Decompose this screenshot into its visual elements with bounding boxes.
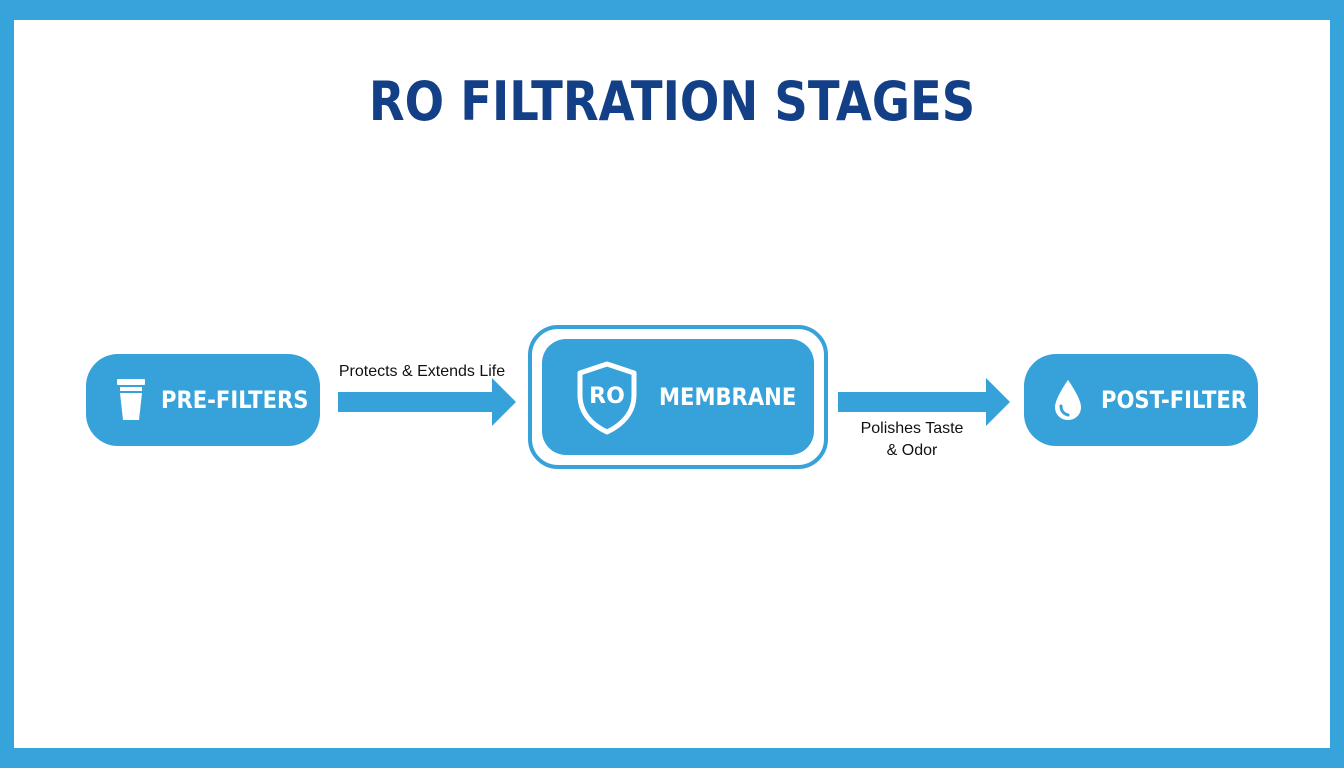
filter-cartridge-icon (117, 379, 145, 420)
node-label: PRE-FILTERS (161, 386, 309, 414)
node-post-filter: POST-FILTER (1024, 354, 1258, 446)
flow-arrow-1 (338, 378, 516, 426)
edge-label-line-1: Polishes Taste (860, 420, 964, 437)
edge-label-line-2: & Odor (886, 442, 938, 459)
water-drop-icon (1055, 380, 1081, 420)
node-pre-filters: PRE-FILTERS (86, 354, 320, 446)
edge-label-polishes: Polishes Taste & Odor (842, 418, 982, 462)
node-label: POST-FILTER (1101, 386, 1248, 414)
diagram-title: RO FILTRATION STAGES (368, 70, 976, 133)
ro-badge: RO (589, 384, 625, 409)
flow-arrow-2 (838, 378, 1010, 426)
node-label: MEMBRANE (659, 383, 797, 411)
edge-label-protects: Protects & Extends Life (338, 363, 506, 380)
node-membrane: RO MEMBRANE (542, 339, 814, 455)
shield-ro-icon: RO (577, 361, 637, 435)
